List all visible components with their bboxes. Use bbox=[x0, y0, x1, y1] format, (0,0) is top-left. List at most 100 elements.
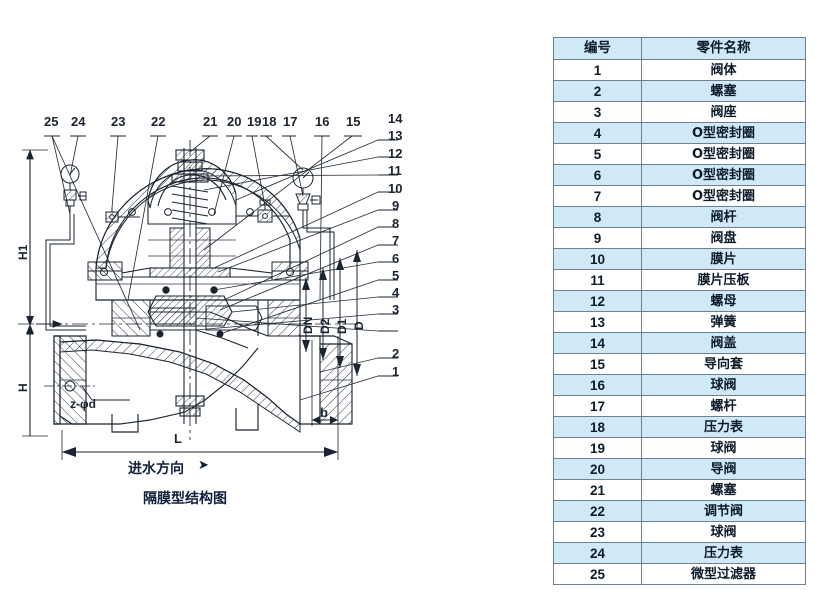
part-name-cell: 螺杆 bbox=[641, 395, 806, 417]
callout-11: 11 bbox=[388, 163, 402, 178]
part-name-cell: O型密封圈 bbox=[641, 185, 806, 207]
callout-17: 17 bbox=[283, 114, 298, 129]
callout-8: 8 bbox=[392, 216, 400, 231]
part-number-cell: 10 bbox=[553, 248, 642, 270]
flow-direction-label: 进水方向 bbox=[128, 461, 184, 477]
callout-7: 7 bbox=[392, 233, 400, 248]
column-header-part-name: 零件名称 bbox=[641, 37, 806, 60]
flow-direction-arrow-icon: ➤ bbox=[198, 458, 209, 473]
part-number-cell: 3 bbox=[553, 101, 642, 123]
part-name-cell: 螺塞 bbox=[641, 80, 806, 102]
part-number-cell: 11 bbox=[553, 269, 642, 291]
part-name-cell: 球阀 bbox=[641, 521, 806, 543]
part-number-cell: 2 bbox=[553, 80, 642, 102]
dimension-h1-label: H1 bbox=[16, 244, 30, 260]
part-name-cell: 螺塞 bbox=[641, 479, 806, 501]
callout-22: 22 bbox=[151, 114, 166, 129]
valve-cross-section-diagram: 25 24 23 22 21 20 19 18 17 16 15 14 13 1… bbox=[16, 112, 403, 507]
part-number-cell: 13 bbox=[553, 311, 642, 333]
column-header-number: 编号 bbox=[553, 37, 642, 60]
table-header-row: 编号 零件名称 bbox=[553, 37, 806, 60]
part-name-cell: O型密封圈 bbox=[641, 122, 806, 144]
part-number-cell: 7 bbox=[553, 185, 642, 207]
part-name-cell: 阀盖 bbox=[641, 332, 806, 354]
part-name-cell: 阀体 bbox=[641, 59, 806, 81]
part-name-cell: 压力表 bbox=[641, 416, 806, 438]
dimension-h-label: H bbox=[16, 383, 30, 392]
part-name-cell: 压力表 bbox=[641, 542, 806, 564]
dimension-d1-label: D1 bbox=[335, 318, 349, 334]
bolt-hole-note: z-φd bbox=[70, 397, 96, 411]
part-name-cell: O型密封圈 bbox=[641, 143, 806, 165]
figure-caption: 隔膜型结构图 bbox=[143, 491, 227, 507]
part-number-cell: 16 bbox=[553, 374, 642, 396]
part-number-cell: 19 bbox=[553, 437, 642, 459]
part-number-cell: 22 bbox=[553, 500, 642, 522]
part-number-cell: 5 bbox=[553, 143, 642, 165]
callout-13: 13 bbox=[388, 128, 403, 143]
callout-4: 4 bbox=[392, 285, 400, 300]
part-number-cell: 17 bbox=[553, 395, 642, 417]
part-number-cell: 21 bbox=[553, 479, 642, 501]
callout-3: 3 bbox=[392, 302, 400, 317]
part-number-cell: 15 bbox=[553, 353, 642, 375]
diagram-linework bbox=[18, 135, 398, 460]
part-number-cell: 25 bbox=[553, 563, 642, 585]
callout-20: 20 bbox=[227, 114, 242, 129]
callout-9: 9 bbox=[392, 198, 400, 213]
part-name-cell: 膜片压板 bbox=[641, 269, 806, 291]
part-number-cell: 4 bbox=[553, 122, 642, 144]
part-name-cell: 导向套 bbox=[641, 353, 806, 375]
part-name-cell: O型密封圈 bbox=[641, 164, 806, 186]
callout-1: 1 bbox=[392, 364, 400, 379]
dimension-l-label: L bbox=[174, 431, 182, 446]
part-number-cell: 8 bbox=[553, 206, 642, 228]
part-name-cell: 球阀 bbox=[641, 374, 806, 396]
callout-6: 6 bbox=[392, 251, 400, 266]
part-number-cell: 9 bbox=[553, 227, 642, 249]
part-number-cell: 24 bbox=[553, 542, 642, 564]
part-name-cell: 调节阀 bbox=[641, 500, 806, 522]
callout-10: 10 bbox=[388, 181, 403, 196]
part-name-cell: 螺母 bbox=[641, 290, 806, 312]
dimension-d2-label: D2 bbox=[318, 318, 332, 334]
part-name-cell: 微型过滤器 bbox=[641, 563, 806, 585]
part-name-cell: 球阀 bbox=[641, 437, 806, 459]
callout-15: 15 bbox=[346, 114, 361, 129]
part-name-cell: 阀座 bbox=[641, 101, 806, 123]
part-number-cell: 18 bbox=[553, 416, 642, 438]
callout-16: 16 bbox=[315, 114, 330, 129]
callout-21: 21 bbox=[203, 114, 218, 129]
callout-12: 12 bbox=[388, 146, 403, 161]
part-name-cell: 膜片 bbox=[641, 248, 806, 270]
part-name-cell: 阀杆 bbox=[641, 206, 806, 228]
part-number-cell: 12 bbox=[553, 290, 642, 312]
part-name-cell: 导阀 bbox=[641, 458, 806, 480]
dimension-dn-label: DN bbox=[301, 316, 315, 334]
part-name-cell: 阀盘 bbox=[641, 227, 806, 249]
dimension-b-label: b bbox=[320, 405, 328, 420]
dimension-d-label: D bbox=[352, 321, 366, 330]
